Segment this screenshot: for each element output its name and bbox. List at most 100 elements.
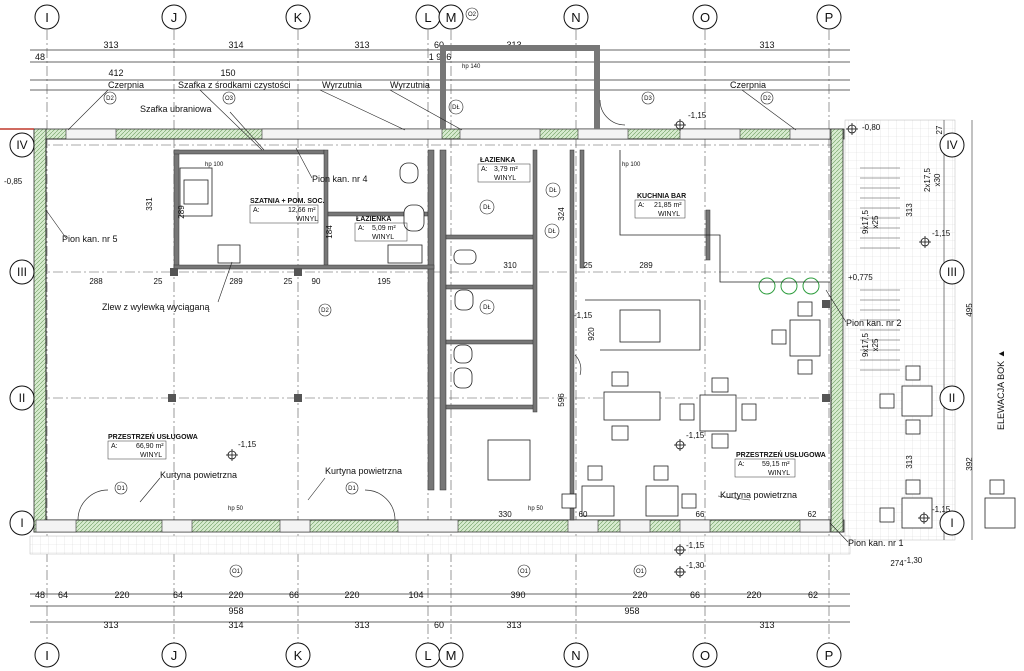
dim-bot-4: 64 bbox=[173, 590, 183, 600]
label-wyrzutnia-1: Wyrzutnia bbox=[322, 80, 362, 90]
interior-dimensions: 288 25 289 25 90 195 310 25 289 330 60 6… bbox=[89, 261, 904, 568]
label-czerpnia-right: Czerpnia bbox=[730, 80, 766, 90]
dim-bot-1: 48 bbox=[35, 590, 45, 600]
dim-bot-7: 220 bbox=[344, 590, 359, 600]
dim-bot-8: 104 bbox=[408, 590, 423, 600]
annotations: Czerpnia Czerpnia Szafka z środkami czys… bbox=[45, 64, 1006, 548]
label-hp50-a: hp 50 bbox=[228, 506, 244, 512]
room-area: 12,66 m² bbox=[288, 207, 316, 214]
room-name: SZATNIA + POM. SOC. bbox=[250, 198, 325, 205]
level-0775: +0,775 bbox=[848, 273, 873, 282]
dim-r-27: 27 bbox=[935, 125, 944, 134]
label-szafka-ubraniowa: Szafka ubraniowa bbox=[140, 104, 212, 114]
sym-dl-4: DŁ bbox=[483, 305, 491, 311]
sym-dl-5: DŁ bbox=[452, 105, 460, 111]
dim-bot-6: 66 bbox=[289, 590, 299, 600]
dim-bot-9: 390 bbox=[510, 590, 525, 600]
label-wyrzutnia-2: Wyrzutnia bbox=[390, 80, 430, 90]
dim-int-288: 288 bbox=[89, 277, 103, 286]
label-czerpnia-left: Czerpnia bbox=[108, 80, 144, 90]
axis-left-IV: IV bbox=[16, 138, 27, 152]
label-zlew: Zlew z wylewką wyciąganą bbox=[102, 302, 210, 312]
axis-left-II: II bbox=[19, 391, 26, 405]
level-bottom-a: -1,15 bbox=[686, 541, 705, 550]
room-floor: WINYL bbox=[494, 175, 516, 182]
label-hp100-b: hp 100 bbox=[622, 162, 641, 168]
sym-d1-right: D1 bbox=[348, 486, 356, 492]
sym-d1-left: D1 bbox=[117, 486, 125, 492]
level-mid-left: -1,15 bbox=[238, 440, 257, 449]
room-lazienka1: ŁAZIENKA A: 5,09 m² WINYL bbox=[354, 216, 408, 242]
sym-d3: D3 bbox=[644, 96, 652, 102]
row-axis-labels-left: IV III II I bbox=[9, 132, 35, 536]
dim-top-4: 60 bbox=[434, 40, 444, 50]
axis-top-P: P bbox=[825, 10, 834, 25]
dim-bot3-6: 313 bbox=[759, 620, 774, 630]
dim-r-392: 392 bbox=[965, 457, 974, 471]
level-rt-b: -1,15 bbox=[688, 111, 707, 120]
axis-top-M: M bbox=[446, 10, 457, 25]
dim-int-289a: 289 bbox=[229, 277, 243, 286]
axis-bot-L: L bbox=[424, 648, 431, 663]
axis-bot-M: M bbox=[446, 648, 457, 663]
dim-int-25c: 25 bbox=[584, 261, 593, 270]
dim-top-3: 313 bbox=[354, 40, 369, 50]
dim-top-1: 313 bbox=[103, 40, 118, 50]
axis-bot-I: I bbox=[45, 648, 49, 663]
label-pion2: Pion kan. nr 2 bbox=[846, 318, 902, 328]
dim-bot-958a: 958 bbox=[228, 606, 243, 616]
dim-int-330: 330 bbox=[498, 510, 512, 519]
label-hp100-a: hp 100 bbox=[205, 162, 224, 168]
sym-o1-a: O1 bbox=[232, 569, 241, 575]
axis-bot-P: P bbox=[825, 648, 834, 663]
level-r115: -1,15 bbox=[932, 229, 951, 238]
axis-top-K: K bbox=[294, 10, 303, 25]
room-a: A: bbox=[638, 202, 645, 209]
dim-top-2: 314 bbox=[228, 40, 243, 50]
dim-r-313a: 313 bbox=[905, 203, 914, 217]
dim-bot3-3: 313 bbox=[354, 620, 369, 630]
dim-top-412: 412 bbox=[108, 68, 123, 78]
dim-int-195: 195 bbox=[377, 277, 391, 286]
room-floor: WINYL bbox=[296, 216, 318, 223]
room-a: A: bbox=[111, 443, 118, 450]
level-mid-right: -1,15 bbox=[686, 431, 705, 440]
axis-top-O: O bbox=[700, 10, 710, 25]
dim-int-274: 274 bbox=[890, 559, 904, 568]
axis-top-L: L bbox=[424, 10, 431, 25]
room-floor: WINYL bbox=[768, 470, 790, 477]
dim-bot-10: 220 bbox=[632, 590, 647, 600]
label-hp50-b: hp 50 bbox=[528, 506, 544, 512]
sym-dl-1: DŁ bbox=[549, 188, 557, 194]
dim-bot-11: 66 bbox=[690, 590, 700, 600]
room-name: PRZESTRZEŃ USŁUGOWA bbox=[108, 432, 198, 441]
dim-bot3-2: 314 bbox=[228, 620, 243, 630]
dim-top-6: 313 bbox=[759, 40, 774, 50]
right-dimensions: 27 2x17,5 x30 313 9x17,5 x25 495 313 392… bbox=[861, 120, 974, 540]
dim-int-289c: 289 bbox=[177, 205, 186, 219]
top-dimensions: 313 314 313 60 313 313 48 1 916 412 150 bbox=[35, 40, 775, 78]
level-bottom-b: -1,30 bbox=[686, 561, 705, 570]
dim-r-495: 495 bbox=[965, 303, 974, 317]
dim-r-2x175: 2x17,5 bbox=[923, 167, 932, 192]
dim-bot-12: 220 bbox=[746, 590, 761, 600]
row-axis-labels-right: IV III II I bbox=[939, 132, 965, 536]
column-axis-labels-top: I J K L M N O P bbox=[34, 4, 842, 30]
dim-bot-958b: 958 bbox=[624, 606, 639, 616]
axis-bot-J: J bbox=[171, 648, 178, 663]
dim-int-25b: 25 bbox=[284, 277, 293, 286]
room-name: KUCHNIA BAR bbox=[637, 193, 686, 200]
room-floor: WINYL bbox=[140, 452, 162, 459]
dim-r-9x175: 9x17,5 bbox=[861, 209, 870, 234]
room-area: 66,90 m² bbox=[136, 443, 164, 450]
room-szatnia: SZATNIA + POM. SOC. A: 12,66 m² WINYL bbox=[249, 198, 325, 224]
dim-r-313b: 313 bbox=[905, 455, 914, 469]
room-a: A: bbox=[738, 461, 745, 468]
label-szafka-srodki: Szafka z środkami czystości bbox=[178, 80, 291, 90]
dim-int-289b: 289 bbox=[639, 261, 653, 270]
label-kurtyna-2: Kurtyna powietrzna bbox=[325, 466, 402, 476]
room-name: ŁAZIENKA bbox=[356, 216, 391, 223]
axis-left-I: I bbox=[20, 516, 23, 530]
dim-r-x25: x25 bbox=[871, 215, 880, 228]
